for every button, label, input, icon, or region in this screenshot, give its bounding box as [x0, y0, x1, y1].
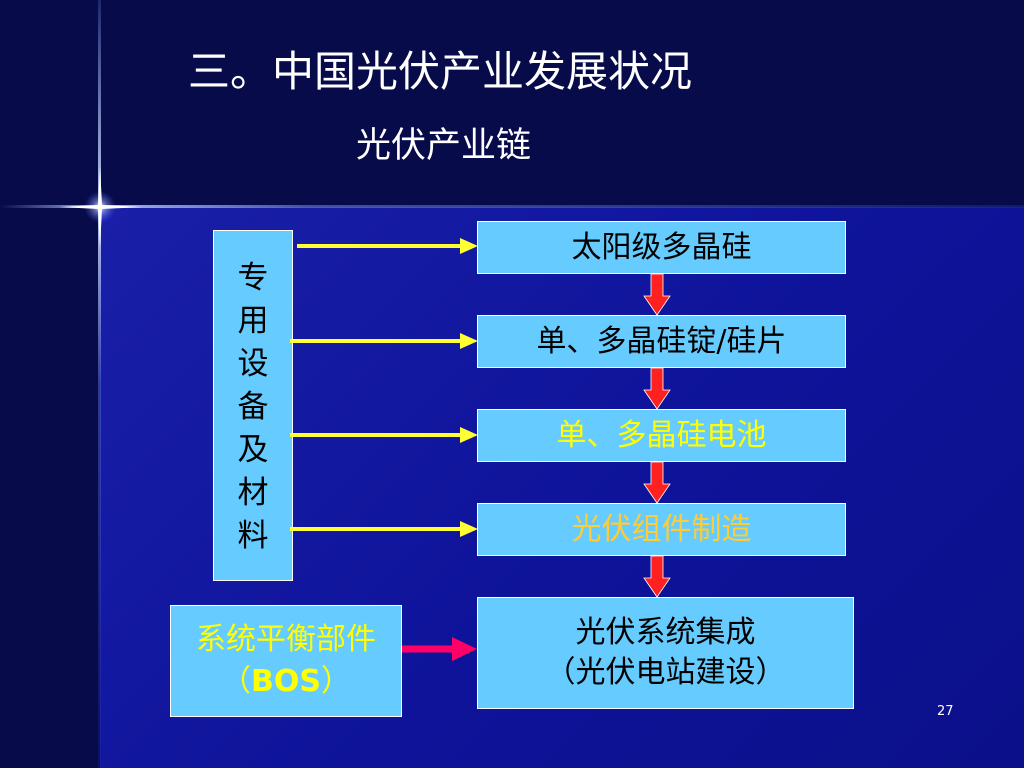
decorative-vertical-line [98, 0, 101, 768]
red-down-arrow-2 [643, 367, 671, 410]
page-subtitle: 光伏产业链 [356, 126, 532, 166]
equipment-char: 料 [237, 518, 269, 554]
stage-polysilicon-box: 太阳级多晶硅 [477, 221, 846, 274]
stage-ingot-wafer-box: 单、多晶硅锭/硅片 [477, 315, 846, 368]
equipment-to-stage-arrows [290, 238, 478, 537]
red-down-arrow-4 [643, 555, 671, 598]
left-margin-background [0, 207, 100, 768]
equipment-char: 专 [237, 260, 269, 296]
red-down-arrow-3 [643, 461, 671, 504]
stage-label: 单、多晶硅电池 [556, 417, 767, 453]
yellow-arrow-1 [297, 238, 478, 254]
decorative-horizontal-line [0, 205, 1024, 208]
yellow-arrow-4 [290, 521, 478, 537]
system-line2: （光伏电站建设） [545, 655, 786, 690]
bos-abbreviation: BOS [251, 664, 321, 699]
equipment-materials-box: 专 用 设 备 及 材 料 [213, 230, 293, 581]
equipment-char: 及 [237, 432, 269, 468]
equipment-char: 材 [237, 475, 269, 511]
red-down-arrow-1 [643, 273, 671, 316]
stage-module-box: 光伏组件制造 [477, 503, 846, 556]
stage-label: 光伏组件制造 [571, 511, 752, 547]
system-line1: 光伏系统集成 [575, 615, 756, 650]
bos-to-system-arrow [402, 637, 477, 661]
equipment-char: 设 [237, 346, 269, 382]
yellow-arrow-2 [290, 333, 478, 349]
bos-line1: 系统平衡部件 [196, 622, 376, 657]
stage-label: 单、多晶硅锭/硅片 [536, 323, 787, 359]
header-background [0, 0, 1024, 207]
bos-line2: （BOS） [221, 664, 351, 699]
stage-cell-box: 单、多晶硅电池 [477, 409, 846, 462]
system-integration-box: 光伏系统集成 （光伏电站建设） [477, 597, 854, 709]
stage-label: 太阳级多晶硅 [571, 229, 752, 265]
sparkle-icon [60, 166, 142, 248]
equipment-char: 备 [237, 389, 269, 425]
stage-down-arrows [643, 273, 671, 598]
page-title: 三。中国光伏产业发展状况 [188, 47, 693, 96]
bos-box: 系统平衡部件 （BOS） [170, 605, 402, 717]
page-number: 27 [937, 704, 954, 719]
yellow-arrow-3 [290, 427, 478, 443]
equipment-char: 用 [237, 303, 269, 339]
